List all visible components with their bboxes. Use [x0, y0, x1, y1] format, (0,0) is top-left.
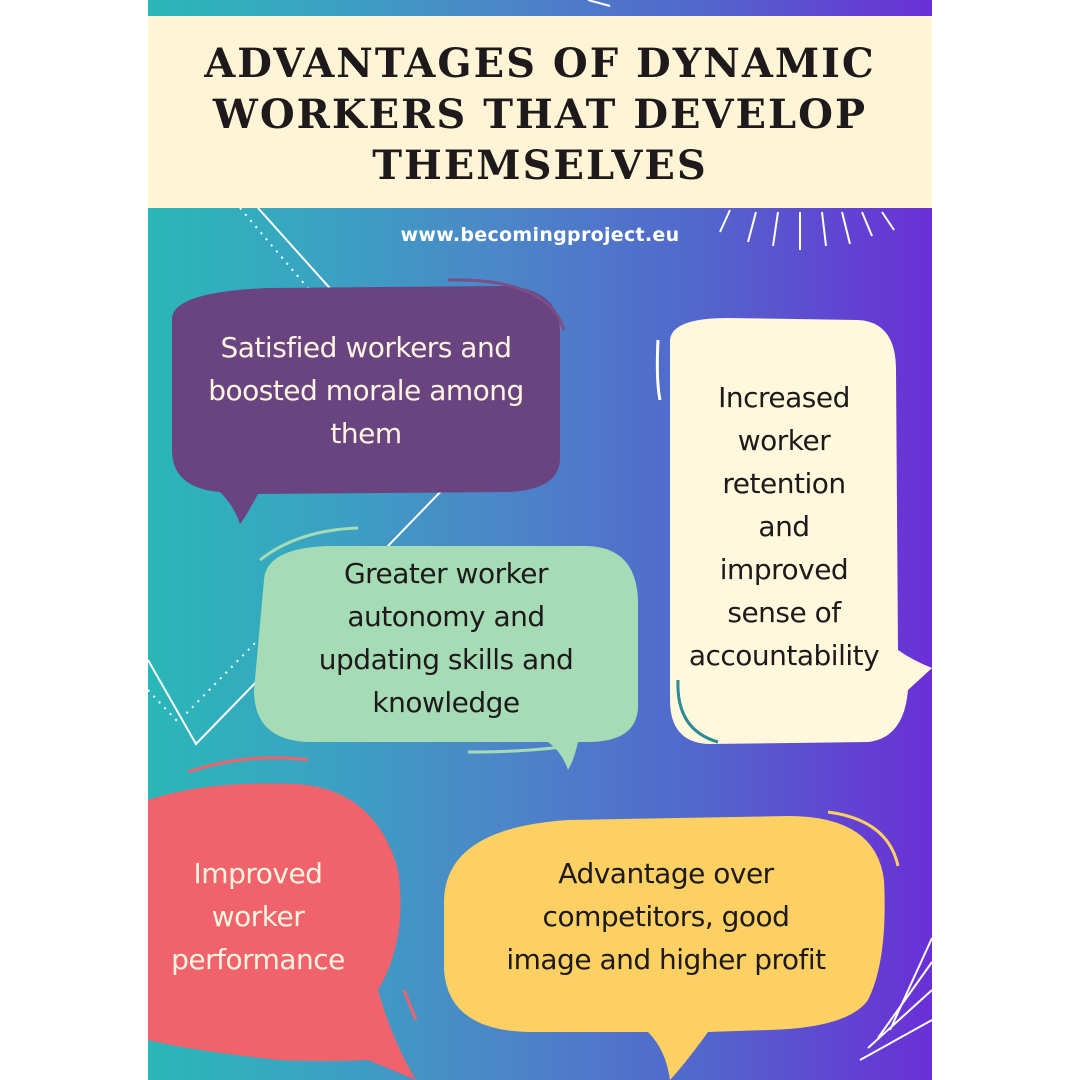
speech-bubble-worker-performance: Improved worker performance	[148, 852, 368, 981]
bubble-line: Satisfied workers and	[220, 331, 512, 364]
bubble-line: knowledge	[372, 686, 520, 719]
bubble-line: Advantage over	[558, 857, 774, 890]
bubble-line: them	[330, 417, 402, 450]
bubble-line: and	[758, 510, 810, 543]
title-line: ADVANTAGES OF DYNAMIC	[204, 40, 876, 87]
bubble-line: retention	[722, 467, 846, 500]
bubble-line: Increased	[718, 381, 850, 414]
bubble-line: boosted morale among	[208, 374, 524, 407]
bubble-line: competitors, good	[542, 900, 790, 933]
page-title: ADVANTAGES OF DYNAMIC WORKERS THAT DEVEL…	[148, 38, 932, 191]
bubble-line: performance	[171, 943, 345, 976]
bubble-line: sense of	[727, 596, 841, 629]
website-link[interactable]: www.becomingproject.eu	[400, 224, 680, 246]
speech-bubble-worker-retention: Increased worker retention and improved …	[670, 376, 898, 677]
bubble-line: Greater worker	[343, 557, 549, 590]
speech-bubble-competitive-advantage: Advantage over competitors, good image a…	[444, 852, 888, 981]
speech-bubble-worker-autonomy: Greater worker autonomy and updating ski…	[254, 552, 638, 724]
poster: ADVANTAGES OF DYNAMIC WORKERS THAT DEVEL…	[148, 0, 932, 1080]
bubble-line: updating skills and	[318, 643, 574, 676]
bubble-line: accountability	[688, 639, 880, 672]
decorative-lines	[148, 0, 932, 1080]
title-line: WORKERS THAT DEVELOP	[212, 91, 868, 138]
bubble-line: autonomy and	[347, 600, 545, 633]
bubble-line: improved	[719, 553, 849, 586]
bubble-line: image and higher profit	[506, 943, 826, 976]
title-line: THEMSELVES	[372, 142, 708, 189]
bubble-line: Improved	[193, 857, 323, 890]
speech-bubble-satisfied-workers: Satisfied workers and boosted morale amo…	[172, 326, 560, 455]
bubble-line: worker	[211, 900, 305, 933]
bubble-line: worker	[737, 424, 831, 457]
title-band	[148, 16, 932, 208]
